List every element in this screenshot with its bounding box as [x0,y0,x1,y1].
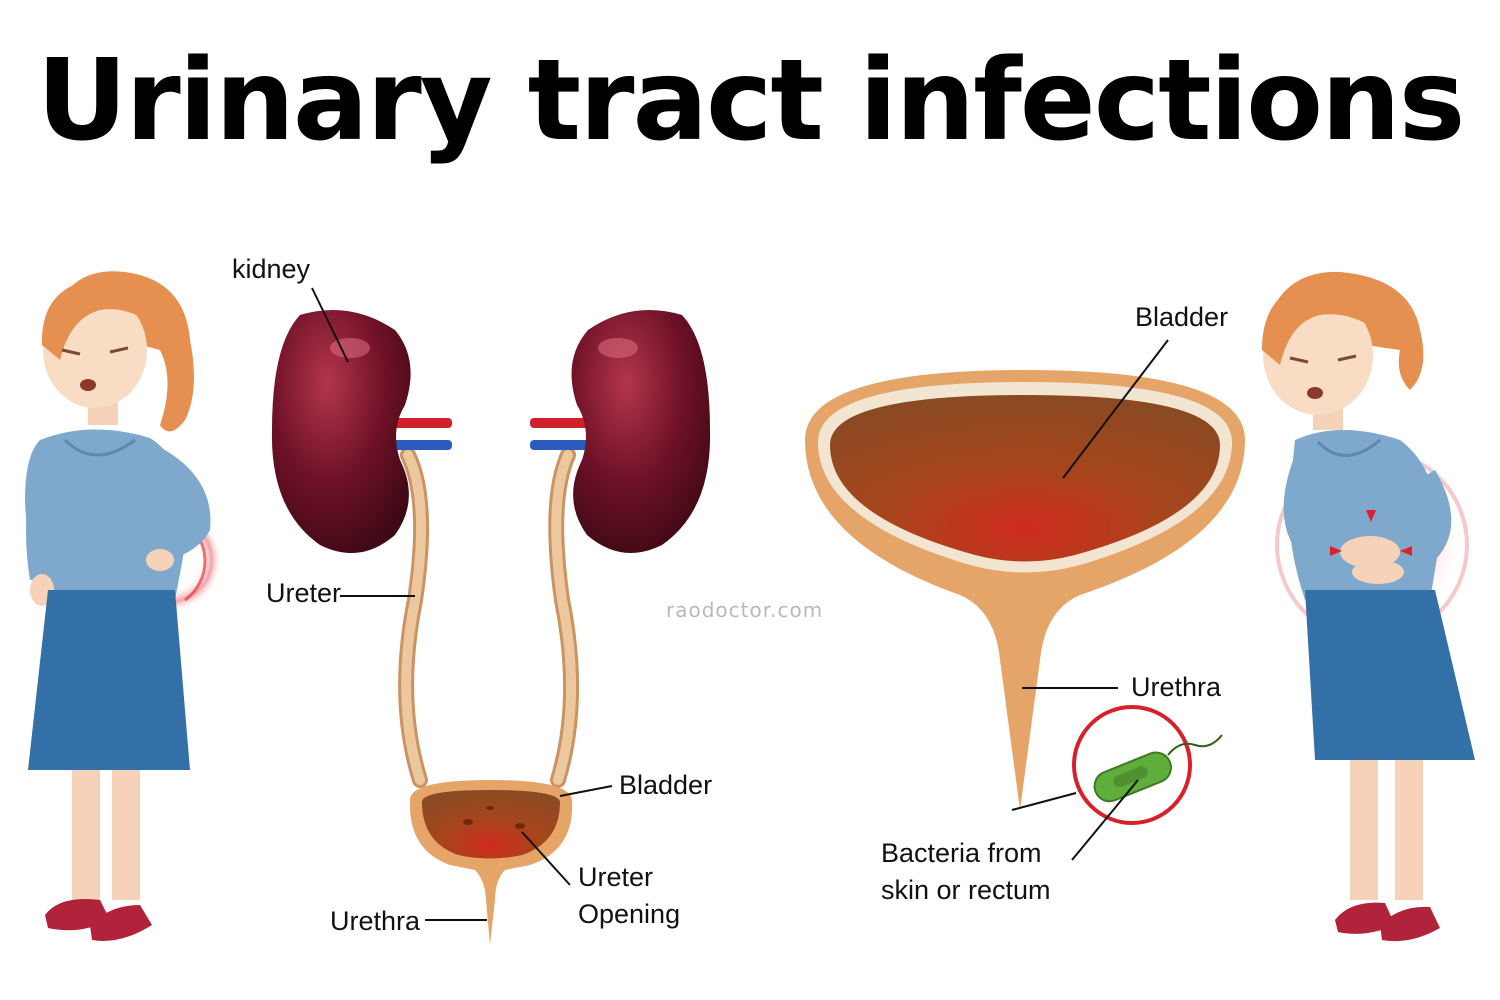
label-bladder-left: Bladder [619,770,713,800]
urinary-system-diagram [271,310,711,945]
bacteria-icon [1093,751,1172,803]
label-urethra-right: Urethra [1131,672,1222,702]
label-kidney: kidney [232,254,311,284]
renal-vein [392,440,452,450]
woman-abdominal-pain-figure [1262,271,1475,942]
label-bacteria-line2: skin or rectum [881,875,1051,905]
label-ureter-opening-line2: Opening [578,899,681,929]
label-urethra-left: Urethra [330,906,421,936]
label-ureter: Ureter [266,578,342,608]
watermark: raodoctor.com [666,598,824,622]
label-bladder-right: Bladder [1135,302,1229,332]
renal-artery [392,418,452,428]
left-kidney [271,310,411,553]
label-ureter-opening-line1: Ureter [578,862,654,892]
page-title: Urinary tract infections [36,36,1466,166]
bladder-interior [830,395,1220,562]
bladder-diagram [805,370,1245,825]
label-bacteria-line1: Bacteria from [881,838,1042,868]
label-pointer-lines [311,287,1169,921]
woman-back-pain-figure [25,271,222,941]
right-kidney [571,310,711,553]
